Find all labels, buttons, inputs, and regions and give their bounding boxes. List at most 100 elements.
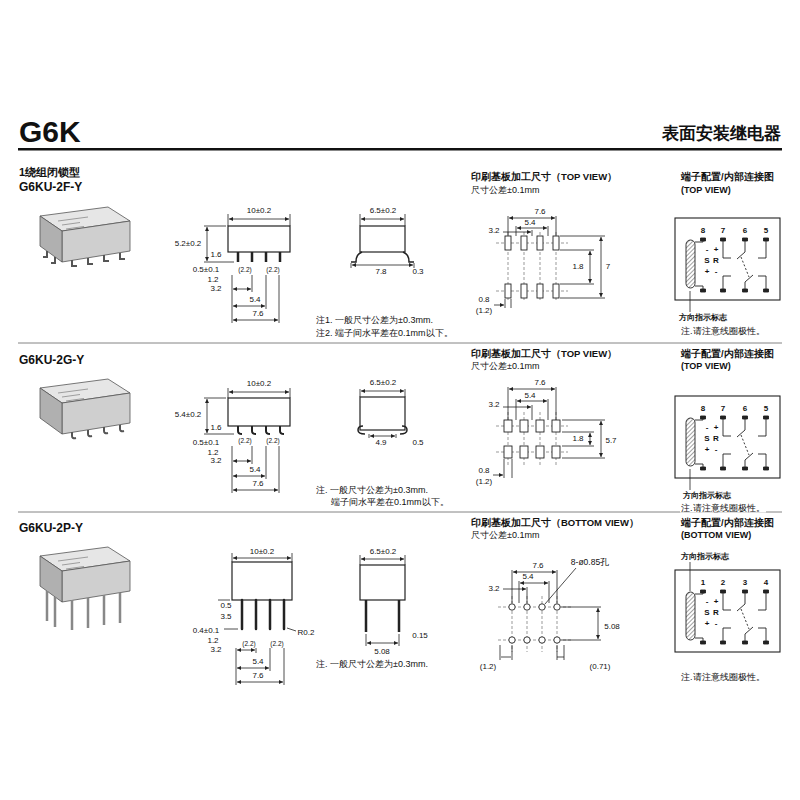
section-heading: R	[712, 609, 720, 617]
section-heading: 印刷基板加工尺寸（BOTTOM VIEW）	[470, 518, 640, 528]
section-heading: (TOP VIEW)	[680, 186, 732, 195]
dimension-label: 7.8	[374, 268, 387, 276]
dimension-label: 10±0.2	[249, 548, 275, 556]
dimension-label: (1.2)	[475, 478, 493, 486]
dimension-label: 5.08	[603, 623, 621, 631]
dimension-label: 0.3	[411, 268, 424, 276]
row-divider	[18, 343, 782, 344]
section-heading: R	[712, 435, 720, 443]
dimension-label: 7.6	[533, 208, 546, 216]
note-text: 尺寸公差±0.1mm	[470, 186, 540, 195]
dimension-label: 5.08	[373, 648, 391, 656]
header-rule	[18, 148, 782, 151]
dimension-label: 0.5±0.1	[192, 439, 221, 447]
dimension-label: 7.6	[251, 480, 264, 488]
dimension-label: 5.7	[604, 437, 617, 445]
section-heading: (TOP VIEW)	[680, 362, 732, 371]
note-text: 注. 一般尺寸公差为±0.3mm.	[315, 660, 429, 669]
dimension-label: 1.2	[206, 276, 219, 284]
section-heading: S	[703, 609, 710, 617]
dimension-label: 7.6	[533, 379, 546, 387]
dimension-label: 7	[605, 263, 611, 271]
section-heading: 端子配置/内部连接图	[680, 518, 775, 528]
section-heading: 7	[720, 405, 726, 413]
dimension-label: 7.6	[251, 310, 264, 318]
section-heading: -	[714, 620, 719, 628]
leader-line	[690, 291, 691, 591]
dimension-label: 5.4	[251, 658, 264, 666]
section-heading: 方向指示标志	[678, 314, 728, 322]
dimension-label: (2.2)	[265, 267, 280, 274]
dimension-label: 4.9	[374, 439, 387, 447]
section-heading: 端子配置/内部连接图	[680, 349, 775, 359]
dimension-label: 5.4	[523, 219, 536, 227]
dimension-label: 3.2	[487, 401, 500, 409]
dimension-label: 0.8	[477, 467, 490, 475]
section-heading: S	[703, 435, 710, 443]
terminal-diagram	[675, 218, 780, 300]
relay-photo	[40, 207, 130, 262]
dimension-label: 1.6	[209, 424, 222, 432]
section-heading: 7	[720, 227, 726, 235]
relay-leads	[43, 251, 125, 266]
heading-text: G6KU-2F-Y	[18, 181, 83, 193]
note-text: 尺寸公差±0.1mm	[470, 531, 540, 540]
relay-photo	[40, 547, 130, 602]
heading-text: G6KU-2G-Y	[18, 354, 85, 366]
dimension-label: 1.8	[571, 435, 584, 443]
dimension-label: 0.8	[477, 296, 490, 304]
dimension-label: 0.5	[411, 439, 424, 447]
dimension-drawing	[204, 214, 414, 685]
section-heading: +	[713, 598, 720, 606]
section-heading: -	[705, 246, 710, 254]
section-heading: -	[705, 424, 710, 432]
relay-leads	[72, 425, 124, 438]
section-heading: S	[703, 257, 710, 265]
section-heading: 端子配置/内部连接图	[680, 172, 775, 182]
section-heading: 8	[700, 227, 706, 235]
section-heading: +	[704, 268, 711, 276]
section-heading: -	[714, 268, 719, 276]
page-title: G6K	[18, 117, 82, 147]
dimension-label: (2.2)	[265, 438, 280, 445]
dimension-label: 1.2	[206, 637, 219, 645]
dimension-label: 0.4±0.1	[192, 627, 221, 635]
dimension-label: 5.4	[248, 466, 261, 474]
dimension-label: 5.4	[248, 296, 261, 304]
dimension-label: 7.6	[531, 562, 544, 570]
dimension-label: 5.4	[521, 573, 534, 581]
dimension-label: 1.8	[571, 263, 584, 271]
heading-text: 1绕组闭锁型	[18, 167, 81, 178]
relay-photo	[40, 379, 130, 434]
dimension-label: 0.5±0.1	[192, 266, 221, 274]
dimension-label: 6.5±0.2	[369, 548, 398, 556]
terminal-diagram	[675, 570, 780, 652]
dimension-label: (2.2)	[237, 438, 252, 445]
section-heading: 6	[742, 227, 748, 235]
note-text: 注1. 一般尺寸公差为±0.3mm.	[315, 316, 434, 325]
note-text: 端子间水平差在0.1mm以下。	[330, 498, 450, 507]
dimension-label: 7.6	[251, 672, 264, 680]
dimension-label: 3.2	[487, 227, 500, 235]
note-text: 注. 一般尺寸公差为±0.3mm.	[315, 486, 429, 495]
section-heading: 2	[720, 579, 726, 587]
dimension-label: 6.5±0.2	[369, 207, 398, 215]
dimension-label: 10±0.2	[246, 380, 272, 388]
section-heading: 5	[763, 227, 769, 235]
note-text: 尺寸公差±0.1mm	[470, 362, 540, 371]
dimension-label: 8-ø0.85孔	[570, 558, 610, 567]
terminal-diagram	[675, 396, 780, 478]
section-heading: 6	[742, 405, 748, 413]
heading-text: 表面安装继电器	[661, 125, 782, 142]
dimension-label: 3.2	[487, 585, 500, 593]
section-heading: +	[713, 424, 720, 432]
dimension-label: (0.71)	[589, 663, 612, 671]
section-heading: 4	[763, 579, 769, 587]
dimension-label: (2.2)	[241, 641, 256, 648]
dimension-label: 1.6	[209, 251, 222, 259]
dimension-label: 5.4±0.2	[174, 411, 203, 419]
section-heading: 5	[763, 405, 769, 413]
section-heading: 方向指示标志	[682, 492, 732, 500]
dimension-label: (2.2)	[237, 267, 252, 274]
